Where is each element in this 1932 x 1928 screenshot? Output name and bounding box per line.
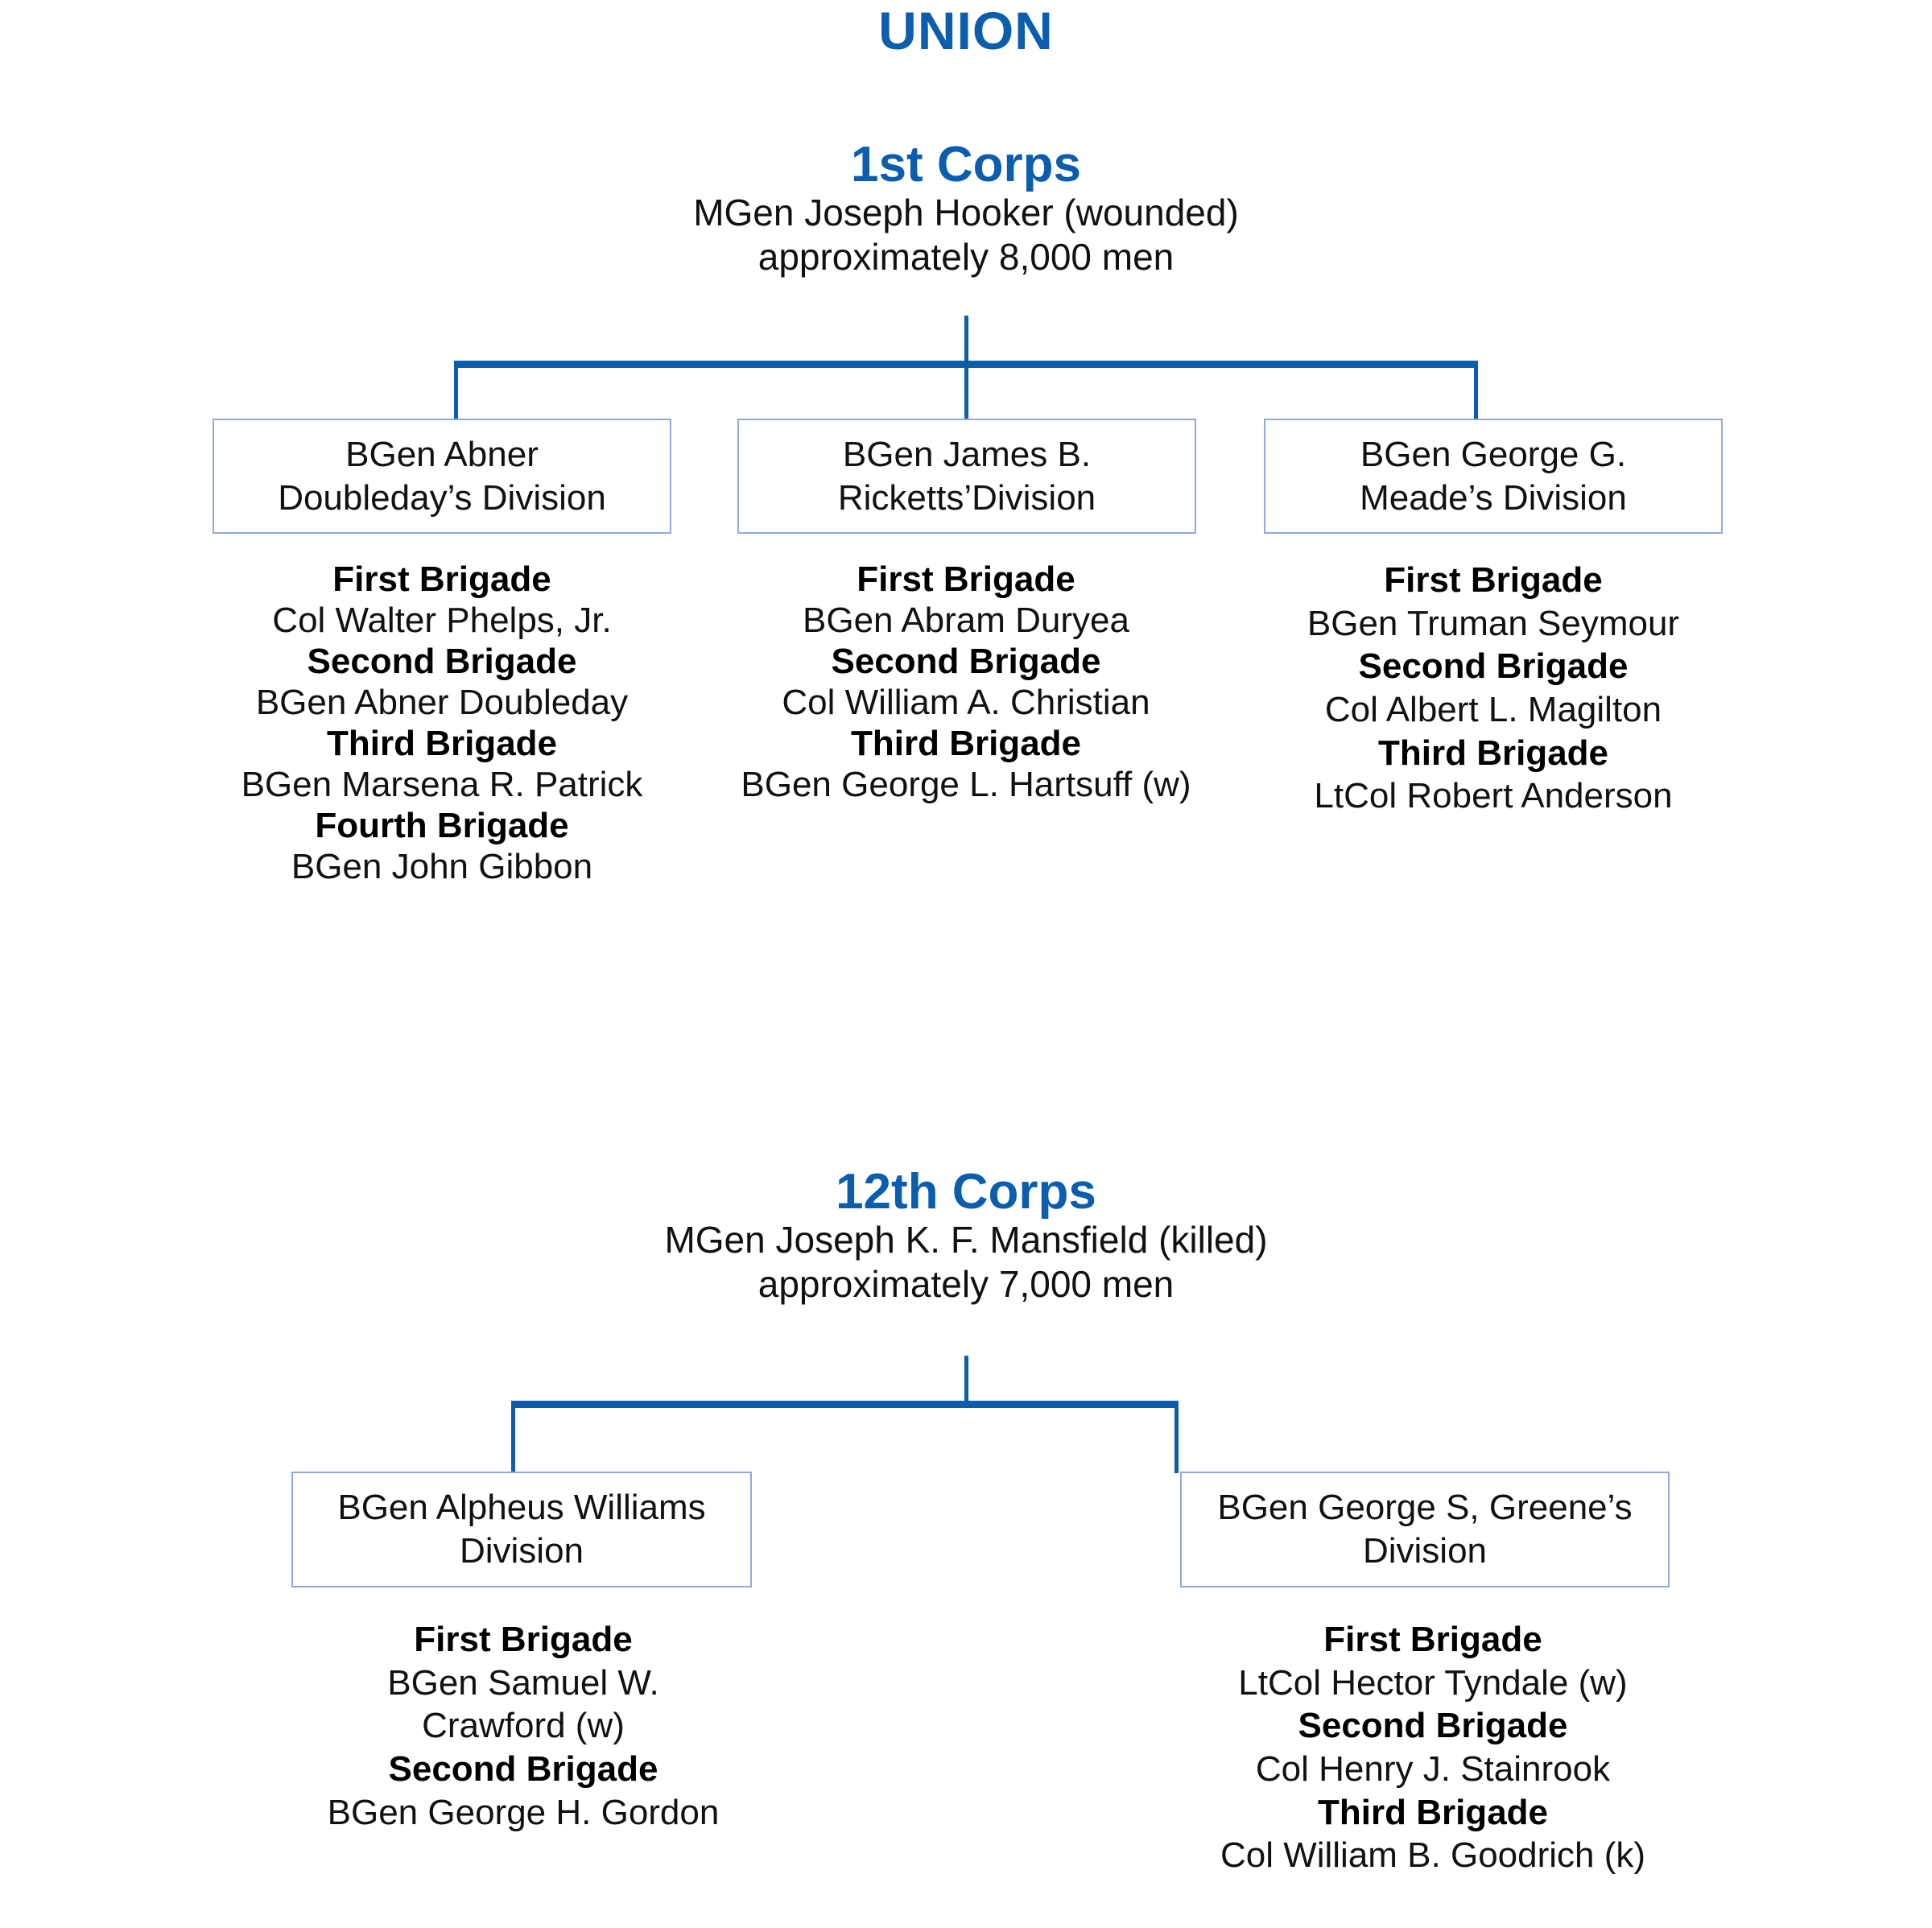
brigade-commander: LtCol Hector Tyndale (w) <box>1238 1662 1628 1703</box>
division-box-doubleday-line1: BGen Abner <box>345 434 539 474</box>
brigade-commander: BGen Samuel W. Crawford (w) <box>387 1662 659 1746</box>
division-box-williams[interactable]: BGen Alpheus Williams Division <box>291 1472 752 1587</box>
brigade-commander: BGen George L. Hartsuff (w) <box>741 765 1191 805</box>
brigade-name: Second Brigade <box>307 642 577 682</box>
brigade-name: First Brigade <box>414 1620 633 1659</box>
division-box-greene-line2: Division <box>1362 1531 1488 1571</box>
brigade-commander: BGen George H. Gordon <box>327 1792 720 1832</box>
connector-drop-corps-1-div-1 <box>454 361 458 420</box>
corps-1-header: 1st Corps MGen Joseph Hooker (wounded) a… <box>0 138 1932 279</box>
brigade-commander: Col William A. Christian <box>782 683 1150 723</box>
division-box-meade-line1: BGen George G. <box>1360 434 1627 474</box>
corps-2-strength: approximately 7,000 men <box>758 1263 1174 1306</box>
brigade-name: Third Brigade <box>1377 733 1609 773</box>
brigade-commander: Col Henry J. Stainrook <box>1255 1749 1611 1790</box>
brigade-name: Second Brigade <box>1298 1706 1568 1746</box>
brigade-list-greene: First Brigade LtCol Hector Tyndale (w) S… <box>1159 1618 1707 1877</box>
corps-2-header: 12th Corps MGen Joseph K. F. Mansfield (… <box>0 1166 1932 1307</box>
connector-drop-corps-2-div-2 <box>1174 1401 1179 1473</box>
brigade-commander: Col William B. Goodrich (k) <box>1220 1835 1646 1876</box>
brigade-commander: Col Albert L. Magilton <box>1324 690 1662 730</box>
brigade-list-williams: First Brigade BGen Samuel W. Crawford (w… <box>314 1618 733 1834</box>
division-box-williams-line2: Division <box>459 1531 584 1571</box>
division-box-doubleday-line2: Doubleday’s Division <box>278 477 606 518</box>
brigade-commander: BGen John Gibbon <box>291 847 593 887</box>
brigade-name: Third Brigade <box>850 724 1082 764</box>
brigade-name: Fourth Brigade <box>315 806 569 846</box>
division-box-meade-line2: Meade’s Division <box>1360 477 1627 518</box>
division-box-meade[interactable]: BGen George G. Meade’s Division <box>1264 419 1723 534</box>
division-box-greene-line1: BGen George S, Greene’s <box>1217 1488 1633 1528</box>
division-box-ricketts[interactable]: BGen James B. Ricketts’Division <box>737 419 1196 534</box>
brigade-name: Third Brigade <box>1317 1792 1549 1832</box>
connector-stem-corps-1 <box>964 316 968 364</box>
brigade-list-meade: First Brigade BGen Truman Seymour Second… <box>1244 559 1743 818</box>
division-box-ricketts-line2: Ricketts’Division <box>837 477 1096 518</box>
army-title: UNION <box>878 1 1054 60</box>
division-box-ricketts-line1: BGen James B. <box>842 434 1092 474</box>
brigade-name: First Brigade <box>857 559 1075 599</box>
brigade-name: Second Brigade <box>1358 646 1629 687</box>
brigade-name: Second Brigade <box>388 1749 658 1790</box>
brigade-list-ricketts: First Brigade BGen Abram Duryea Second B… <box>708 559 1224 805</box>
brigade-name: First Brigade <box>1323 1620 1542 1659</box>
division-box-greene[interactable]: BGen George S, Greene’s Division <box>1180 1472 1670 1587</box>
brigade-list-doubleday: First Brigade Col Walter Phelps, Jr. Sec… <box>196 559 687 887</box>
connector-stem-corps-2 <box>964 1356 968 1404</box>
division-box-doubleday[interactable]: BGen Abner Doubleday’s Division <box>213 419 671 534</box>
connector-drop-corps-1-div-2 <box>964 361 968 420</box>
brigade-name: First Brigade <box>332 559 551 599</box>
corps-2-title: 12th Corps <box>836 1164 1096 1220</box>
corps-2-commander: MGen Joseph K. F. Mansfield (killed) <box>664 1219 1268 1261</box>
connector-drop-corps-1-div-3 <box>1474 361 1478 420</box>
brigade-commander: BGen Abner Doubleday <box>255 683 629 723</box>
brigade-name: Second Brigade <box>831 642 1101 682</box>
connector-drop-corps-2-div-1 <box>511 1401 515 1473</box>
brigade-name: First Brigade <box>1384 560 1603 600</box>
brigade-commander: BGen Truman Seymour <box>1307 603 1680 643</box>
corps-1-strength: approximately 8,000 men <box>758 236 1174 279</box>
brigade-commander: Col Walter Phelps, Jr. <box>272 601 612 641</box>
corps-1-commander: MGen Joseph Hooker (wounded) <box>693 192 1239 234</box>
brigade-name: Third Brigade <box>326 724 558 764</box>
brigade-commander: BGen Marsena R. Patrick <box>241 765 643 805</box>
brigade-commander: LtCol Robert Anderson <box>1314 776 1673 816</box>
division-box-williams-line1: BGen Alpheus Williams <box>337 1488 706 1528</box>
connector-bar-corps-2 <box>511 1401 1178 1408</box>
brigade-commander: BGen Abram Duryea <box>803 601 1129 641</box>
corps-1-title: 1st Corps <box>851 137 1081 192</box>
